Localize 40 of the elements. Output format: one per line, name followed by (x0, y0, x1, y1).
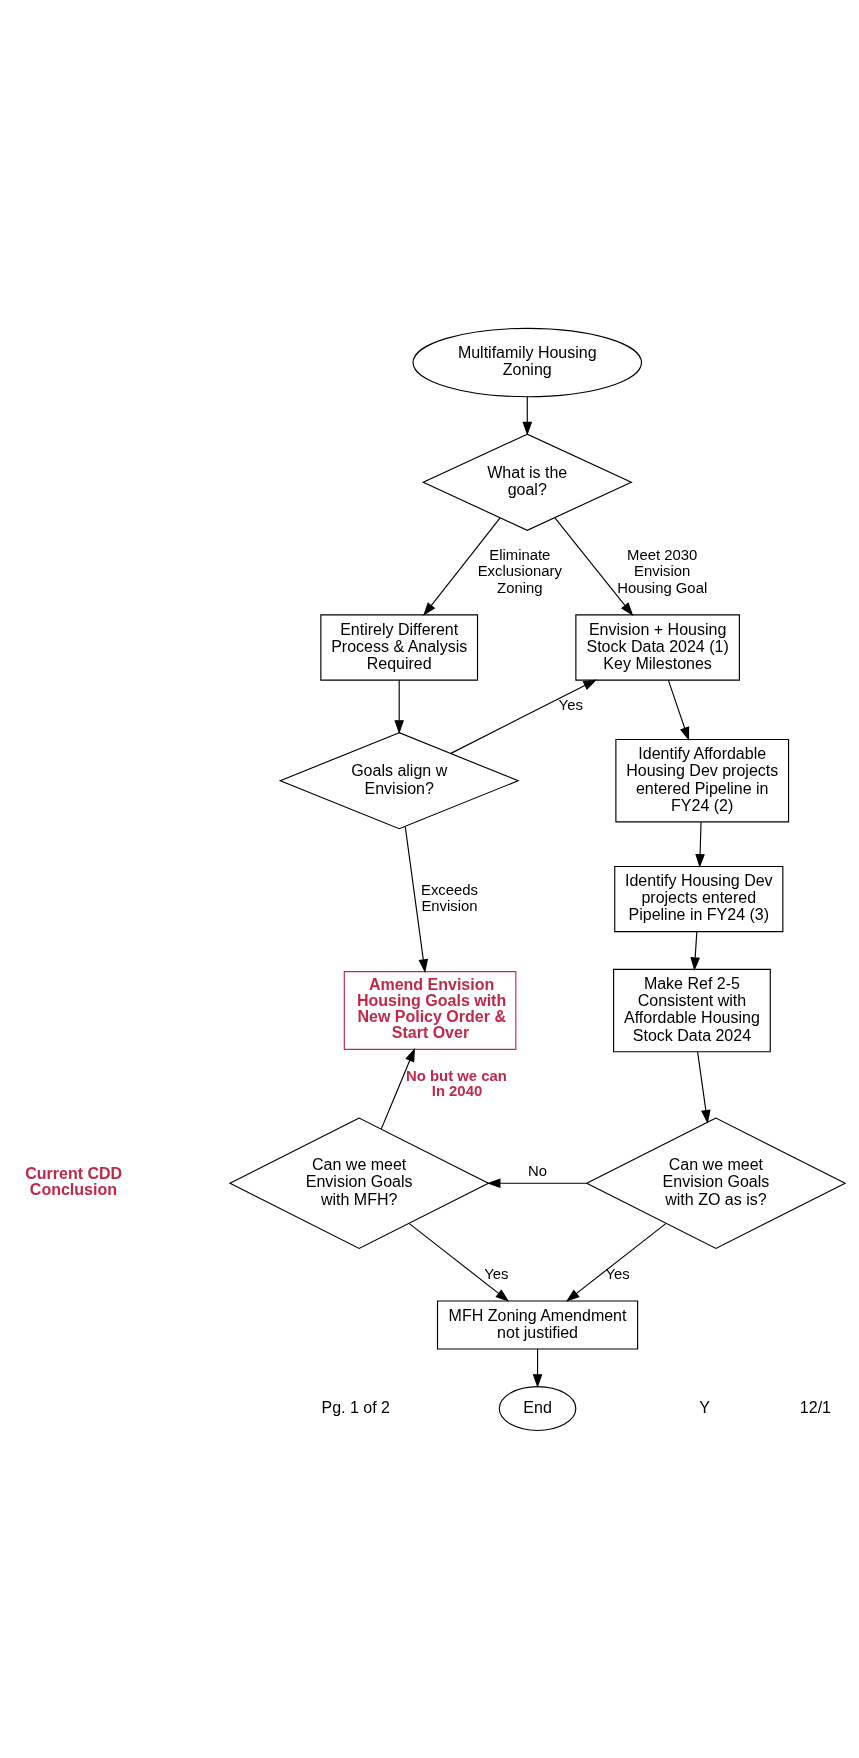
arrow (554, 516, 634, 616)
label: 12/1 (799, 1398, 831, 1416)
arrow (667, 679, 690, 741)
arrow (380, 1047, 415, 1129)
node-box: Make Ref 2-5 Consistent with Affordable Housing Stock Data 2024 (613, 968, 771, 1052)
edge-label: Eliminate Exclusionary Zoning (477, 546, 562, 595)
node-box: MFH Zoning Amendment not justified (436, 1299, 639, 1350)
arrow (450, 678, 597, 754)
label: Y (699, 1398, 710, 1416)
arrow (522, 395, 533, 436)
node-box: Identify Housing Dev projects entered Pipeline in FY24 (3) (614, 865, 784, 932)
arrow (394, 679, 404, 734)
edge-label: No (528, 1162, 548, 1179)
arrow (697, 1051, 711, 1124)
node-diamond: What is the goal? (421, 433, 633, 531)
arrow (486, 1177, 588, 1188)
arrow (532, 1348, 543, 1388)
node-ellipse: End (498, 1385, 577, 1431)
node-diamond: Can we meet Envision Goals with ZO as is? (585, 1116, 847, 1249)
node-box: Amend Envision Housing Goals with New Policy Order & Start Over (343, 970, 517, 1050)
arrow (695, 821, 705, 868)
node-diamond: Goals align w Envision? (278, 731, 520, 829)
edge-label: Yes (484, 1265, 509, 1282)
arrow (404, 825, 429, 973)
arrow (408, 1222, 510, 1302)
edge-label: No but we can In 2040 (406, 1067, 507, 1099)
arrow (565, 1222, 667, 1302)
edge-label: Exceeds Envision (421, 881, 479, 914)
node-box: Entirely Different Process & Analysis Required (320, 613, 479, 681)
edge-label: Yes (605, 1265, 630, 1282)
node-box: Envision + Housing Stock Data 2024 (1) Key Milestones (575, 613, 740, 681)
arrow (423, 516, 501, 616)
edge-label: Yes (558, 696, 583, 713)
edge-label: Meet 2030 Envision Housing Goal (617, 546, 708, 595)
node-ellipse: Multifamily Housing Zoning (412, 327, 643, 397)
node-box: Identify Affordable Housing Dev projects entered Pipeline in FY24 (2) (615, 738, 790, 822)
arrow (690, 930, 700, 971)
label: Current CDD Conclusion (25, 1164, 123, 1198)
label: Pg. 1 of 2 (321, 1398, 390, 1416)
node-diamond: Can we meet Envision Goals with MFH? (228, 1116, 490, 1249)
